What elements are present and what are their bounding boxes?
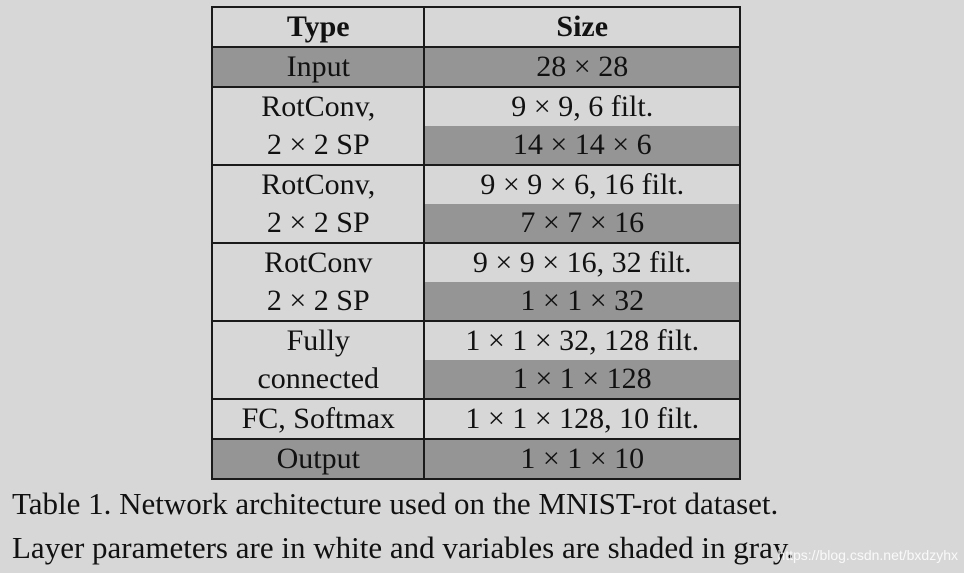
type-cell: RotConv, <box>210 164 426 204</box>
size-cell: 1 × 1 × 10 <box>423 438 741 480</box>
size-cell: 1 × 1 × 128, 10 filt. <box>423 398 741 439</box>
size-cell: 1 × 1 × 128 <box>423 360 741 399</box>
table-row: 2 × 2 SP 14 × 14 × 6 <box>210 126 741 165</box>
table-caption: Table 1. Network architecture used on th… <box>12 482 956 570</box>
type-cell: 2 × 2 SP <box>210 282 426 321</box>
table-row: connected 1 × 1 × 128 <box>210 360 741 399</box>
table-row: Output 1 × 1 × 10 <box>210 438 741 480</box>
size-cell: 9 × 9 × 16, 32 filt. <box>423 242 741 282</box>
size-cell: 1 × 1 × 32 <box>423 282 741 321</box>
size-cell: 1 × 1 × 32, 128 filt. <box>423 320 741 360</box>
table-row: Input 28 × 28 <box>210 46 741 87</box>
table-row: RotConv, 9 × 9 × 6, 16 filt. <box>210 164 741 204</box>
caption-line-2: Layer parameters are in white and variab… <box>12 530 795 565</box>
type-cell: FC, Softmax <box>210 398 426 439</box>
type-cell: Fully <box>210 320 426 360</box>
type-cell: Output <box>210 438 426 480</box>
size-cell: 14 × 14 × 6 <box>423 126 741 165</box>
architecture-table: Type Size Input 28 × 28 RotConv, 9 × 9, … <box>210 6 741 480</box>
size-cell: 9 × 9 × 6, 16 filt. <box>423 164 741 204</box>
type-cell: connected <box>210 360 426 399</box>
type-cell: Input <box>210 46 426 87</box>
table-header-row: Type Size <box>210 6 741 48</box>
type-cell: 2 × 2 SP <box>210 204 426 243</box>
type-cell: 2 × 2 SP <box>210 126 426 165</box>
size-cell: 7 × 7 × 16 <box>423 204 741 243</box>
table-row: 2 × 2 SP 7 × 7 × 16 <box>210 204 741 243</box>
table-row: RotConv 9 × 9 × 16, 32 filt. <box>210 242 741 282</box>
caption-line-1: Table 1. Network architecture used on th… <box>12 486 779 521</box>
watermark: https://blog.csdn.net/bxdzyhx <box>777 547 958 563</box>
header-size: Size <box>423 6 741 48</box>
size-cell: 28 × 28 <box>423 46 741 87</box>
table-row: 2 × 2 SP 1 × 1 × 32 <box>210 282 741 321</box>
type-cell: RotConv <box>210 242 426 282</box>
table-row: Fully 1 × 1 × 32, 128 filt. <box>210 320 741 360</box>
table-row: RotConv, 9 × 9, 6 filt. <box>210 86 741 126</box>
size-cell: 9 × 9, 6 filt. <box>423 86 741 126</box>
table-row: FC, Softmax 1 × 1 × 128, 10 filt. <box>210 398 741 439</box>
type-cell: RotConv, <box>210 86 426 126</box>
header-type: Type <box>210 6 426 48</box>
